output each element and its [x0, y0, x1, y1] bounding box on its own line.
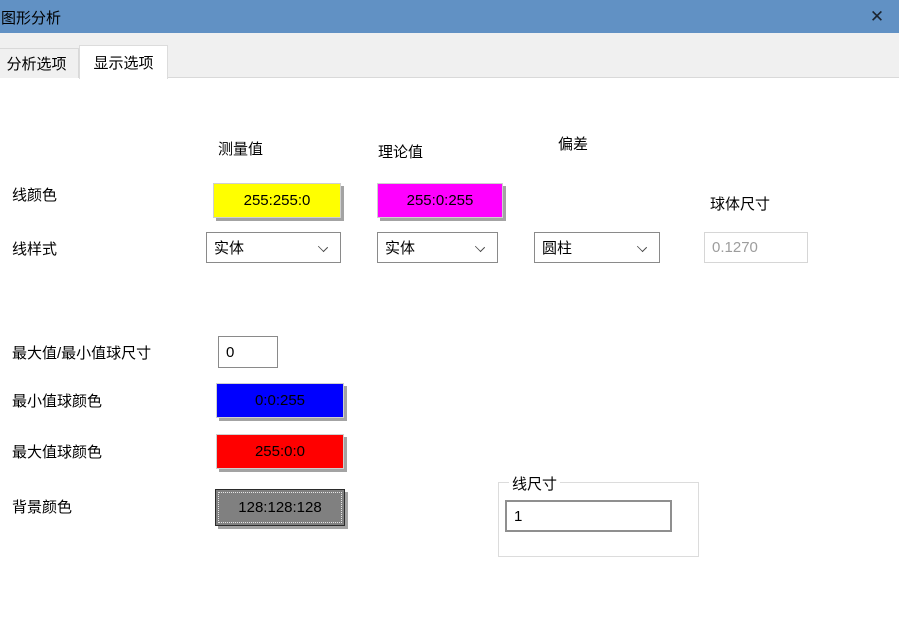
- close-icon: ✕: [869, 6, 885, 26]
- min-sphere-color-label: 最小值球颜色: [12, 393, 103, 410]
- tab-label: 显示选项: [93, 55, 154, 72]
- sphere-size-field[interactable]: [704, 232, 808, 263]
- line-size-groupbox: 线尺寸: [498, 473, 699, 557]
- window-title: 图形分析: [1, 10, 62, 27]
- color-value-label: 128:128:128: [238, 499, 322, 516]
- line-size-input[interactable]: [505, 500, 672, 532]
- max-sphere-color-label: 最大值球颜色: [12, 444, 103, 461]
- max-sphere-color-button[interactable]: 255:0:0: [216, 434, 344, 469]
- column-header-deviation: 偏差: [558, 136, 589, 153]
- background-color-label: 背景颜色: [12, 499, 73, 516]
- line-style-label: 线样式: [12, 241, 58, 258]
- color-value-label: 0:0:255: [254, 392, 306, 409]
- chevron-down-icon: [474, 241, 486, 253]
- color-value-label: 255:255:0: [243, 192, 311, 209]
- column-header-theoretical: 理论值: [378, 144, 424, 161]
- minmax-sphere-size-input[interactable]: [218, 336, 278, 368]
- background-color-button[interactable]: 128:128:128: [215, 489, 345, 526]
- tab-analysis-options[interactable]: 分析选项: [0, 48, 79, 78]
- sphere-size-label: 球体尺寸: [710, 196, 771, 213]
- color-value-label: 255:0:255: [406, 192, 474, 209]
- tab-label: 分析选项: [6, 56, 67, 73]
- title-bar: 图形分析 ✕: [0, 0, 899, 33]
- measured-line-style-select[interactable]: 实体: [206, 232, 341, 263]
- line-color-label: 线颜色: [12, 187, 58, 204]
- close-button[interactable]: ✕: [855, 0, 899, 33]
- theoretical-line-color-button[interactable]: 255:0:255: [377, 183, 503, 218]
- chevron-down-icon: [636, 241, 648, 253]
- selected-value: 实体: [385, 240, 416, 257]
- tab-strip: 分析选项 显示选项: [0, 33, 899, 79]
- chevron-down-icon: [317, 241, 329, 253]
- theoretical-line-style-select[interactable]: 实体: [377, 232, 498, 263]
- measured-line-color-button[interactable]: 255:255:0: [213, 183, 341, 218]
- minmax-sphere-size-label: 最大值/最小值球尺寸: [12, 345, 152, 362]
- selected-value: 圆柱: [542, 240, 573, 257]
- line-size-group-label: 线尺寸: [509, 473, 561, 494]
- color-value-label: 255:0:0: [254, 443, 306, 460]
- selected-value: 实体: [214, 240, 245, 257]
- column-header-measured: 测量值: [218, 141, 264, 158]
- min-sphere-color-button[interactable]: 0:0:255: [216, 383, 344, 418]
- deviation-style-select[interactable]: 圆柱: [534, 232, 660, 263]
- tab-display-options[interactable]: 显示选项: [79, 45, 168, 79]
